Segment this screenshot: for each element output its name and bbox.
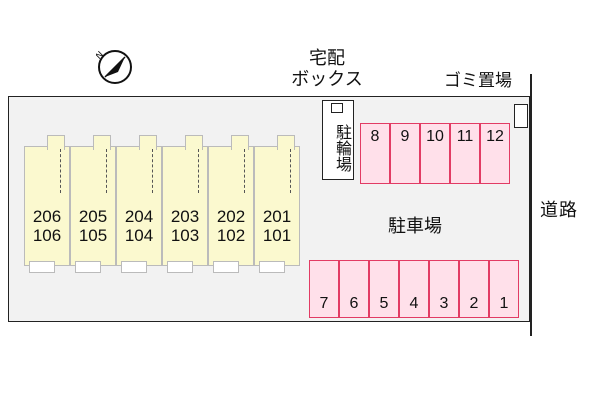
unit-step — [259, 261, 285, 273]
road-label: 道路 — [540, 200, 578, 221]
unit-entrance — [185, 135, 203, 150]
parking-space: 3 — [429, 260, 459, 318]
building-unit: 203 103 — [162, 135, 208, 273]
unit-entrance — [139, 135, 157, 150]
garbage-area — [514, 104, 528, 128]
unit-step — [121, 261, 147, 273]
svg-text:N: N — [96, 50, 106, 62]
unit-step — [213, 261, 239, 273]
building-unit: 201 101 — [254, 135, 300, 273]
parking-space: 4 — [399, 260, 429, 318]
parking-space: 1 — [489, 260, 519, 318]
parking-space: 12 — [480, 123, 510, 184]
parking-area-label: 駐車場 — [388, 216, 442, 237]
unit-boundary — [106, 149, 107, 193]
unit-boundary — [198, 149, 199, 193]
parking-space: 6 — [339, 260, 369, 318]
room-number: 101 — [262, 226, 292, 245]
room-number: 201 — [262, 207, 292, 226]
bike-parking-label: 駐輪場 — [333, 124, 352, 172]
unit-boundary — [244, 149, 245, 193]
road-boundary — [530, 74, 532, 336]
building-unit: 205 105 — [70, 135, 116, 273]
building-unit: 202 102 — [208, 135, 254, 273]
parking-space: 9 — [390, 123, 420, 184]
room-number: 202 — [216, 207, 246, 226]
parking-space: 11 — [450, 123, 480, 184]
parking-space: 5 — [369, 260, 399, 318]
unit-entrance — [231, 135, 249, 150]
parking-space: 7 — [309, 260, 339, 318]
room-number: 203 — [170, 207, 200, 226]
unit-entrance — [277, 135, 295, 150]
delivery-box-label: 宅配 ボックス — [291, 48, 363, 90]
room-number: 205 — [78, 207, 108, 226]
unit-entrance — [47, 135, 65, 150]
building-unit: 206 106 — [24, 135, 70, 273]
garbage-area-label: ゴミ置場 — [444, 71, 512, 91]
room-number: 103 — [170, 226, 200, 245]
building-unit: 204 104 — [116, 135, 162, 273]
delivery-box — [331, 103, 343, 113]
parking-space: 2 — [459, 260, 489, 318]
unit-step — [167, 261, 193, 273]
parking-space: 8 — [360, 123, 390, 184]
room-number: 102 — [216, 226, 246, 245]
room-number: 206 — [32, 207, 62, 226]
parking-space: 10 — [420, 123, 450, 184]
room-number: 106 — [32, 226, 62, 245]
unit-step — [75, 261, 101, 273]
unit-boundary — [290, 149, 291, 193]
unit-step — [29, 261, 55, 273]
unit-boundary — [60, 149, 61, 193]
room-number: 104 — [124, 226, 154, 245]
room-number: 204 — [124, 207, 154, 226]
room-number: 105 — [78, 226, 108, 245]
unit-entrance — [93, 135, 111, 150]
bike-parking — [322, 100, 354, 180]
unit-boundary — [152, 149, 153, 193]
north-arrow-icon: N — [96, 50, 132, 84]
